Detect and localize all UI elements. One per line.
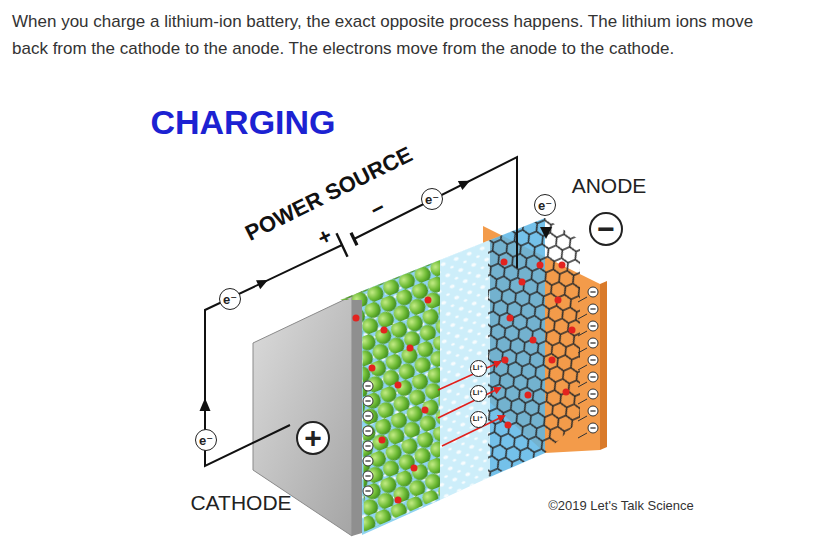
lithium-dot	[549, 357, 556, 364]
copyright-note: ©2019 Let's Talk Science	[548, 499, 694, 512]
motion-mark	[578, 348, 587, 353]
plate-electron	[588, 321, 598, 331]
separator-bubbles	[440, 240, 490, 500]
graphite-layers	[488, 218, 580, 477]
lithium-dot	[563, 389, 570, 396]
plate-electron	[363, 486, 373, 496]
polarity-sign: −	[367, 196, 388, 221]
plate-electron	[363, 471, 373, 481]
current-arrow	[540, 227, 552, 239]
motion-mark	[578, 382, 587, 387]
plate-electron	[363, 411, 373, 421]
motion-mark	[578, 331, 587, 336]
lithium-dots	[353, 259, 576, 504]
ion-arrow	[438, 362, 500, 390]
plate-electron	[363, 426, 373, 436]
plate-electron	[588, 287, 598, 297]
lithium-dot	[411, 465, 418, 472]
lithium-ion-marker: Li⁺	[470, 360, 487, 377]
battery-long-plate	[337, 233, 348, 256]
circuit-wire	[205, 245, 342, 466]
lithium-ion-marker: Li⁺	[470, 385, 487, 402]
lithium-dot	[395, 382, 402, 389]
lithium-dot	[519, 279, 526, 286]
cathode-material	[340, 260, 440, 532]
electrode-label: CATHODE	[190, 492, 291, 513]
lithium-dot	[379, 437, 386, 444]
node-text: Li⁺	[473, 415, 484, 423]
lithium-ion-marker: Li⁺	[470, 411, 487, 428]
electrode-label: ANODE	[572, 175, 647, 196]
node-text: e⁻	[199, 434, 213, 447]
lithium-dot	[505, 422, 512, 429]
lithium-dot	[381, 327, 388, 334]
power-source-label: POWER SOURCE	[242, 143, 416, 245]
lithium-dot	[555, 297, 562, 304]
lithium-dot	[353, 315, 360, 322]
electron-marker: e⁻	[195, 429, 217, 451]
motion-mark	[578, 365, 587, 370]
lithium-dot	[537, 262, 544, 269]
lithium-dot	[507, 315, 514, 322]
lithium-dot	[525, 392, 532, 399]
lithium-dot	[395, 497, 402, 504]
motion-mark	[578, 314, 587, 319]
plate-electron	[588, 389, 598, 399]
plate-electron	[363, 441, 373, 451]
lithium-dot	[425, 297, 432, 304]
electron-marker: e⁻	[421, 188, 443, 210]
diagram-title: CHARGING	[150, 105, 335, 139]
anode-plate-edge	[600, 281, 607, 450]
lithium-dot	[407, 345, 414, 352]
node-text: Li⁺	[473, 389, 484, 397]
lithium-dot	[502, 357, 509, 364]
plate-electron	[363, 456, 373, 466]
lithium-dot	[501, 259, 508, 266]
lithium-dot	[569, 327, 576, 334]
plate-electron	[588, 423, 598, 433]
node-text: Li⁺	[473, 364, 484, 372]
plate-electron	[588, 338, 598, 348]
current-arrow	[458, 181, 470, 190]
lithium-dot	[422, 407, 429, 414]
lithium-dot	[530, 337, 537, 344]
lithium-dot	[369, 365, 376, 372]
motion-mark	[578, 416, 587, 421]
motion-mark	[578, 297, 587, 302]
motion-mark	[578, 433, 587, 438]
node-text: e⁻	[223, 293, 237, 306]
plate-electron	[588, 304, 598, 314]
plate-electron	[588, 355, 598, 365]
intro-paragraph: When you charge a lithium-ion battery, t…	[12, 8, 792, 62]
battery-short-plate	[351, 233, 357, 246]
separator	[440, 240, 490, 500]
motion-mark	[578, 399, 587, 404]
current-arrow	[256, 280, 268, 289]
node-text: −	[597, 214, 615, 244]
polarity-sign: +	[314, 224, 335, 249]
ion-arrows	[438, 362, 504, 446]
electron-marker: e⁻	[534, 194, 556, 216]
anode-terminal-symbol: −	[589, 212, 623, 246]
node-text: e⁻	[425, 193, 439, 206]
plate-electron	[363, 381, 373, 391]
plate-electron	[588, 406, 598, 416]
cathode-terminal-symbol: +	[296, 421, 330, 455]
electron-marker: e⁻	[219, 288, 241, 310]
plate-electron	[588, 372, 598, 382]
lithium-dot	[559, 262, 566, 269]
plate-electron	[363, 396, 373, 406]
ion-arrow	[442, 416, 504, 446]
node-text: +	[304, 423, 322, 453]
electron-motion-marks	[578, 297, 587, 438]
cathode-plate-edge	[352, 291, 362, 536]
current-arrow	[200, 398, 211, 411]
node-text: e⁻	[538, 199, 552, 212]
